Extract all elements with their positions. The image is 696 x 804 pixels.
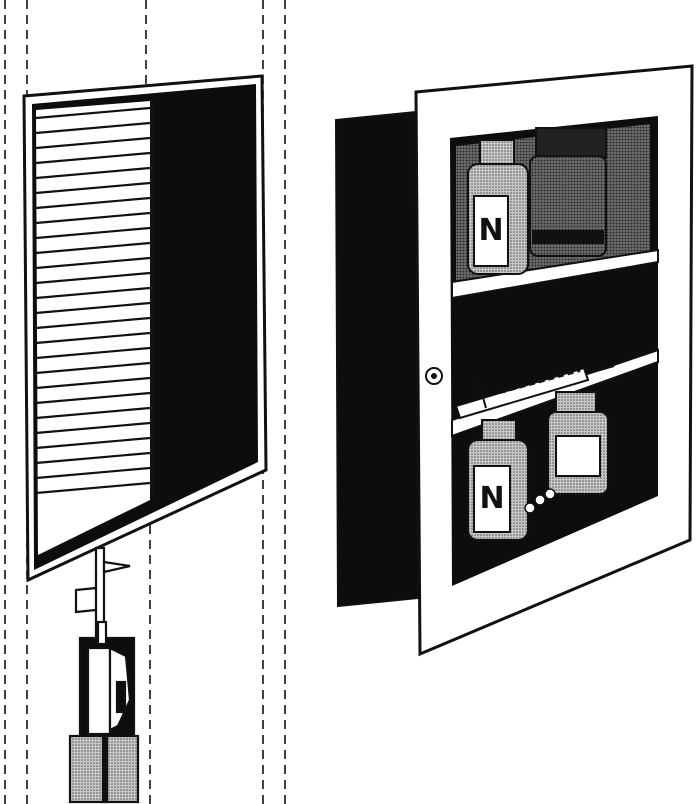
jar-lower: [547, 391, 609, 495]
wall-switch-box: [68, 546, 140, 804]
vial-lower: [467, 419, 529, 541]
louvered-vent-panel: [22, 74, 268, 583]
vial-lower-label: N: [479, 481, 504, 516]
wall-stud-lines: [4, 0, 286, 804]
vial-upper-label: N: [478, 213, 503, 248]
medicine-cabinet: N N: [334, 64, 694, 657]
vial-upper: [467, 139, 529, 275]
pill-dots: [524, 488, 556, 514]
jar-upper: [529, 127, 607, 257]
syringe: [454, 365, 615, 420]
